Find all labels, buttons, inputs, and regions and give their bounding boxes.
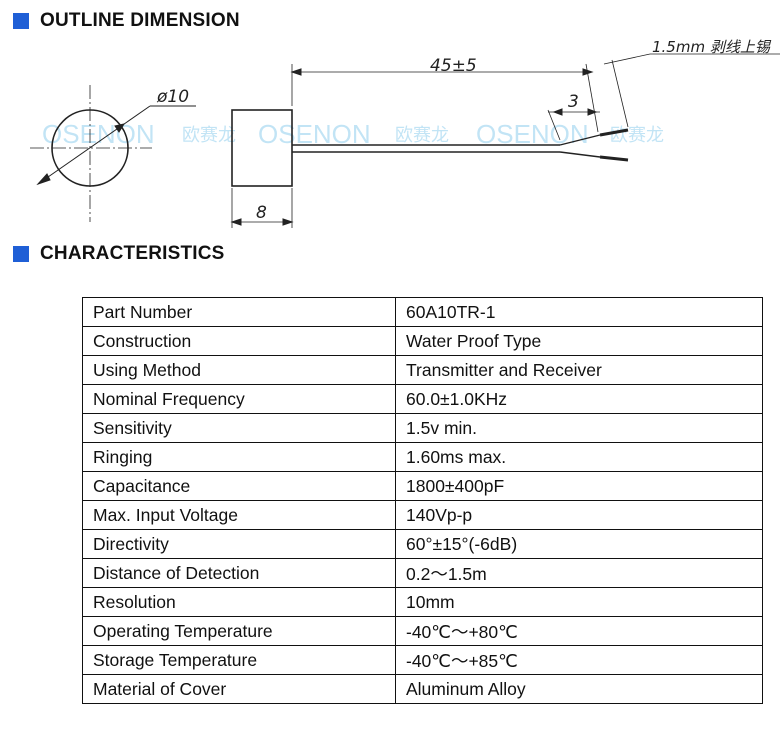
- watermark-cn-2: 欧赛龙: [395, 125, 449, 146]
- spec-value: -40℃～+80℃: [395, 616, 763, 646]
- spec-value: Aluminum Alloy: [395, 674, 763, 704]
- watermark-text-3: OSENON: [476, 119, 589, 149]
- spec-value: -40℃～+85℃: [395, 645, 763, 675]
- spec-value: 60.0±1.0KHz: [395, 384, 763, 414]
- spec-label: Distance of Detection: [82, 558, 396, 588]
- spec-label: Using Method: [82, 355, 396, 385]
- diameter-label: ø10: [156, 87, 189, 107]
- watermark-cn-3: 欧赛龙: [610, 125, 664, 146]
- length-label: 45±5: [430, 56, 477, 76]
- spec-label: Max. Input Voltage: [82, 500, 396, 530]
- spec-label: Resolution: [82, 587, 396, 617]
- watermark-cn-1: 欧赛龙: [182, 125, 236, 146]
- spec-label: Directivity: [82, 529, 396, 559]
- spec-value: 1.5v min.: [395, 413, 763, 443]
- spec-value: Transmitter and Receiver: [395, 355, 763, 385]
- section-bullet-icon: [13, 13, 29, 29]
- spec-value: Water Proof Type: [395, 326, 763, 356]
- spec-value: 0.2～1.5m: [395, 558, 763, 588]
- spec-value: 1.60ms max.: [395, 442, 763, 472]
- watermark-text-1: OSENON: [42, 119, 155, 149]
- table-row: Operating Temperature-40℃～+80℃: [82, 616, 763, 646]
- spec-label: Operating Temperature: [82, 616, 396, 646]
- spec-value: 60°±15°(-6dB): [395, 529, 763, 559]
- characteristics-header: CHARACTERISTICS: [13, 243, 225, 265]
- strip-length-label: 3: [568, 92, 579, 112]
- side-view: [230, 53, 780, 228]
- spec-label: Material of Cover: [82, 674, 396, 704]
- tinning-note: 1.5mm 剥线上锡: [652, 38, 772, 56]
- table-row: Storage Temperature-40℃～+85℃: [82, 645, 763, 675]
- characteristics-title: CHARACTERISTICS: [40, 243, 225, 264]
- spec-label: Capacitance: [82, 471, 396, 501]
- outline-dimension-header: OUTLINE DIMENSION: [13, 10, 240, 32]
- width-label: 8: [256, 203, 267, 223]
- spec-label: Construction: [82, 326, 396, 356]
- spec-label: Ringing: [82, 442, 396, 472]
- spec-label: Nominal Frequency: [82, 384, 396, 414]
- spec-label: Sensitivity: [82, 413, 396, 443]
- outline-dimension-title: OUTLINE DIMENSION: [40, 10, 240, 31]
- spec-value: 60A10TR-1: [395, 297, 763, 327]
- spec-label: Part Number: [82, 297, 396, 327]
- outline-dimension-drawing: OSENON 欧赛龙 OSENON 欧赛龙 OSENON 欧赛龙 ø10: [30, 38, 780, 228]
- spec-value: 1800±400pF: [395, 471, 763, 501]
- spec-value: 140Vp-p: [395, 500, 763, 530]
- spec-label: Storage Temperature: [82, 645, 396, 675]
- watermark-text-2: OSENON: [258, 119, 371, 149]
- front-view: [30, 85, 196, 222]
- section-bullet-icon: [13, 246, 29, 262]
- spec-value: 10mm: [395, 587, 763, 617]
